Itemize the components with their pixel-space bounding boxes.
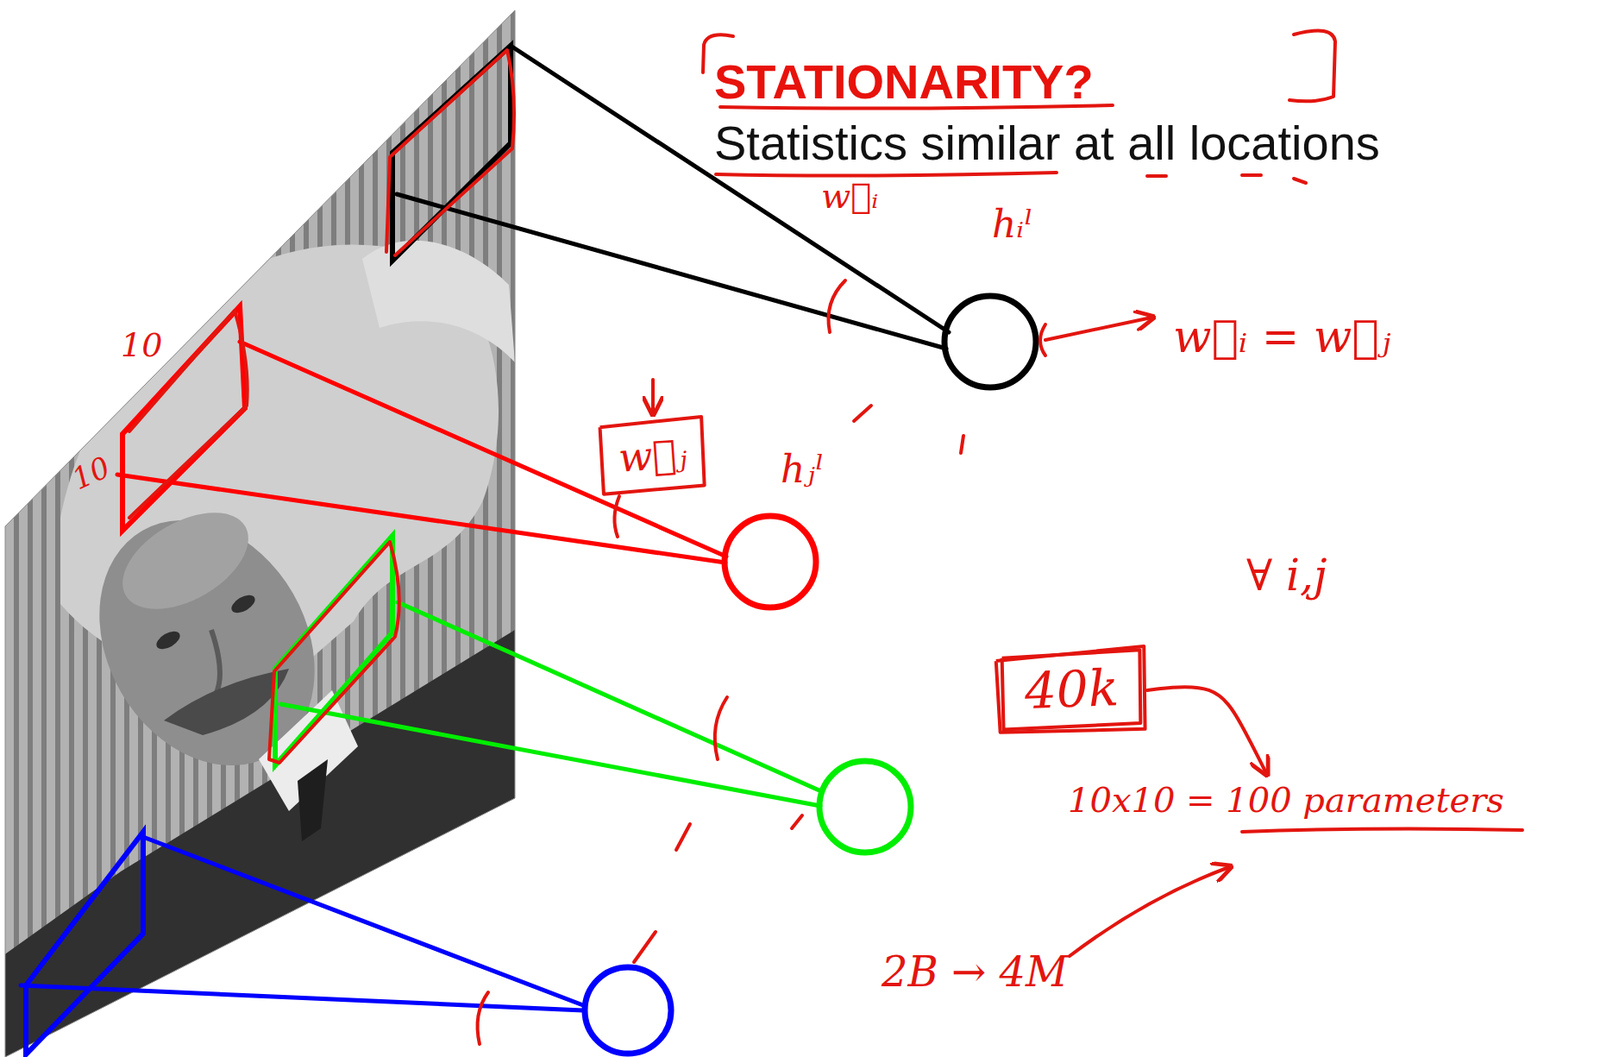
weight-tick bbox=[614, 495, 620, 537]
box-outline-stroke bbox=[995, 646, 1147, 735]
weight-tick bbox=[676, 823, 691, 850]
blue-field-line bbox=[20, 985, 584, 1011]
subtitle-underline bbox=[1147, 174, 1167, 178]
suit bbox=[0, 629, 515, 1057]
red-field-line bbox=[117, 474, 726, 563]
slide-title: STATIONARITY? bbox=[714, 55, 1094, 109]
red-field-line bbox=[239, 341, 727, 557]
image-plane-border bbox=[5, 10, 515, 1057]
quantifier-annotation: ∀ i,j bbox=[1246, 552, 1327, 600]
weight-tick bbox=[715, 696, 728, 760]
activation-annotation: hⱼˡ bbox=[780, 448, 825, 490]
box-text: 40k bbox=[1022, 660, 1119, 720]
weight-tick bbox=[791, 815, 803, 829]
blue-field-line bbox=[143, 836, 584, 1005]
box-outline-stroke bbox=[599, 416, 708, 495]
left-eye bbox=[153, 627, 183, 653]
output-arrow bbox=[1045, 317, 1152, 340]
portrait-photo bbox=[0, 0, 518, 1057]
title-bracket bbox=[1289, 31, 1336, 102]
right-eye bbox=[228, 591, 258, 617]
pen-tick bbox=[960, 435, 964, 453]
patch-size-annotation: 10 bbox=[120, 327, 163, 364]
pen-annotations bbox=[129, 31, 1523, 1045]
box-outline-stroke bbox=[1000, 649, 1142, 729]
receptive-fields bbox=[20, 45, 1036, 1055]
black-neuron bbox=[944, 295, 1036, 388]
weight-tick bbox=[477, 991, 489, 1044]
weight-sharing-equation: w⃗ᵢ = w⃗ⱼ bbox=[1173, 312, 1391, 362]
parameter-count-note: 10x10 = 100 parameters bbox=[1067, 780, 1505, 819]
green-neuron bbox=[819, 760, 911, 853]
weight-tick bbox=[633, 931, 656, 962]
subtitle-underline bbox=[1293, 178, 1306, 183]
blue-patch bbox=[25, 831, 144, 1055]
patch-size-annotation: 10 bbox=[67, 451, 115, 496]
black-patch bbox=[392, 45, 511, 261]
black-field-line bbox=[396, 194, 947, 349]
count-arrow bbox=[1147, 686, 1267, 773]
shared-weight-box: w⃗ⱼ bbox=[597, 416, 710, 496]
forehead bbox=[106, 492, 265, 629]
red-neuron bbox=[724, 515, 816, 608]
subtitle-underline bbox=[1242, 173, 1262, 177]
green-field-line bbox=[280, 703, 821, 806]
node-annotations bbox=[1147, 686, 1267, 773]
weight-annotation: w⃗ᵢ bbox=[821, 176, 879, 215]
blue-neuron bbox=[584, 966, 672, 1054]
weight-tick bbox=[828, 280, 846, 333]
patch-trace bbox=[269, 541, 400, 763]
activation-annotation: hᵢˡ bbox=[991, 203, 1034, 245]
patch-trace bbox=[386, 50, 515, 256]
parameter-reduction-note: 2B → 4M bbox=[881, 948, 1068, 995]
reduction-arrow bbox=[1069, 866, 1230, 956]
tie bbox=[297, 759, 328, 841]
pointer-arrow bbox=[651, 379, 655, 413]
nose bbox=[211, 629, 220, 695]
parameter-underline bbox=[1242, 828, 1523, 832]
photo-background bbox=[0, 0, 518, 1057]
pen-tick bbox=[853, 405, 872, 421]
slide-subtitle: Statistics similar at all locations bbox=[714, 116, 1381, 170]
parameter-count-box: 40k bbox=[998, 649, 1144, 731]
hair-wisps bbox=[362, 240, 515, 363]
subtitle-underline bbox=[715, 172, 1057, 176]
box-text: w⃗ⱼ bbox=[617, 431, 689, 480]
green-field-line bbox=[397, 602, 822, 791]
